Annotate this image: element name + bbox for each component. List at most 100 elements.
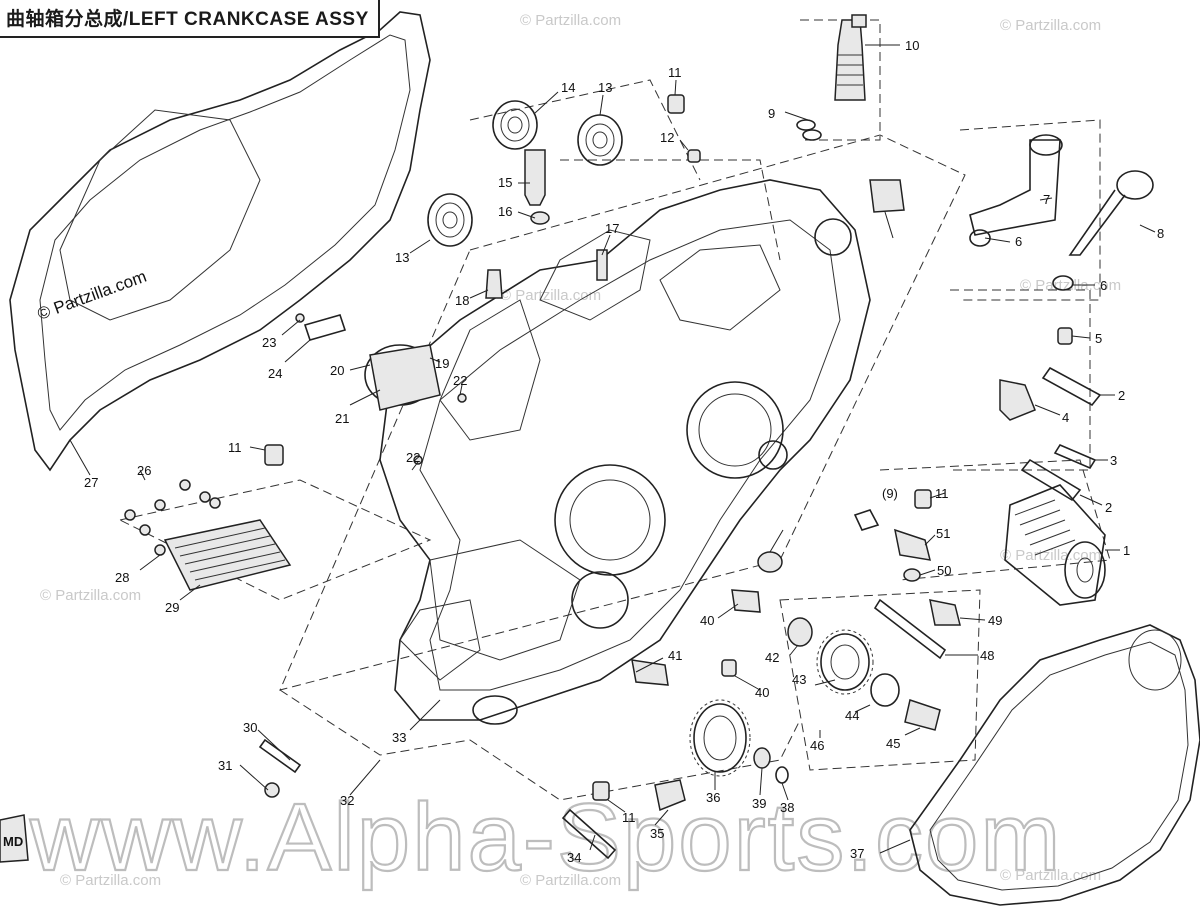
callout-23: 23 (262, 335, 276, 350)
callout-9: 9 (768, 106, 775, 121)
alpha-sports-watermark: www.Alpha-Sports.com (29, 784, 1062, 891)
dowel-pin-11 (667, 94, 685, 114)
callout-37: 38 (780, 800, 794, 815)
partzilla-watermark-dark: © Partzilla.com (35, 267, 149, 324)
bearing-13-left (427, 193, 473, 247)
washer-41 (787, 617, 813, 647)
dowel-39 (721, 659, 737, 677)
partzilla-watermark: © Partzilla.com (520, 12, 621, 29)
callout-40b: 41 (668, 648, 682, 663)
bearing-13-top (577, 114, 623, 166)
washer-16 (530, 211, 550, 225)
callout-17: 17 (605, 221, 619, 236)
assembly-guide-lines (118, 19, 1111, 801)
right-cover-gasket (909, 624, 1200, 906)
bearing-14 (492, 100, 538, 150)
dowel-5 (1057, 327, 1073, 345)
shaft-40 (731, 589, 761, 613)
bolt-47 (929, 599, 961, 626)
callout-20: 20 (330, 363, 344, 378)
partzilla-watermark: © Partzilla.com (1000, 867, 1101, 884)
callout-40: 40 (700, 613, 714, 628)
callout-13b: 13 (395, 250, 409, 265)
callout-12: 12 (660, 130, 674, 145)
bearing-43 (870, 673, 900, 707)
washer-48 (903, 568, 921, 582)
callout-25: 26 (137, 463, 151, 478)
left-cover-gasket-inner (39, 34, 411, 431)
pin-22 (413, 455, 423, 465)
callout-29: 30 (243, 720, 257, 735)
bolt-33 (561, 808, 617, 860)
callout-11c: 11 (622, 810, 636, 825)
callout-21: 21 (335, 411, 349, 426)
partzilla-watermark: © Partzilla.com (40, 587, 141, 604)
callout-47: 49 (988, 613, 1002, 628)
sleeve-51 (869, 179, 905, 213)
partzilla-watermark: © Partzilla.com (500, 287, 601, 304)
callout-19: 19 (435, 356, 449, 371)
callout-9-paren: (9) (882, 486, 898, 501)
gasket-ring (1128, 629, 1182, 691)
callout-1: 1 (1123, 543, 1130, 558)
dowel-11d (264, 444, 284, 466)
callout-4: 4 (1062, 410, 1069, 425)
callout-48: 50 (937, 563, 951, 578)
callout-45: 46 (810, 738, 824, 753)
clip-37 (775, 766, 789, 784)
oil-filter-1 (1004, 484, 1106, 606)
callout-11d: 11 (228, 440, 242, 455)
partzilla-watermark: © Partzilla.com (1000, 547, 1101, 564)
dowel-11b (914, 489, 932, 509)
callout-3: 3 (1110, 453, 1117, 468)
plug-12 (687, 149, 701, 163)
fitting-4 (999, 379, 1036, 421)
bolt-2b (1020, 458, 1082, 502)
callout-26: 27 (84, 475, 98, 490)
callout-18: 18 (455, 293, 469, 308)
callout-14: 14 (561, 80, 575, 95)
title-box: 曲轴箱分总成/LEFT CRANKCASE ASSY (0, 0, 380, 38)
oring-9b (853, 509, 880, 531)
callout-33: 34 (567, 850, 581, 865)
dowel-11c (592, 781, 610, 801)
callout-41: 42 (765, 650, 779, 665)
pin-23 (295, 313, 305, 323)
callout-2b: 2 (1105, 500, 1112, 515)
callout-35: 36 (706, 790, 720, 805)
callout-39: 40 (755, 685, 769, 700)
callout-32: 33 (392, 730, 406, 745)
callout-7: 7 (1043, 192, 1050, 207)
bolt-30 (264, 782, 280, 798)
gasket-window (59, 109, 261, 321)
edge-tab: MD (0, 814, 29, 863)
callout-2: 2 (1118, 388, 1125, 403)
callout-34: 35 (650, 826, 664, 841)
shaft-40b (631, 659, 669, 686)
partzilla-watermark: © Partzilla.com (520, 872, 621, 889)
callout-30: 31 (218, 758, 232, 773)
callout-numbers: 14 13 11 12 10 9 7 8 6 6 5 2 4 3 2 1 (9)… (84, 38, 1164, 865)
callout-44: 45 (886, 736, 900, 751)
callout-22b: 22 (453, 373, 467, 388)
callout-16: 16 (498, 204, 512, 219)
bracket-34 (654, 779, 686, 812)
partzilla-watermark: © Partzilla.com (60, 872, 161, 889)
pin-44 (904, 699, 941, 731)
sleeve-20 (364, 344, 441, 411)
partzilla-watermark: © Partzilla.com (1000, 17, 1101, 34)
clip-24 (303, 314, 347, 341)
gear-35 (689, 699, 751, 777)
callout-11: 11 (668, 65, 682, 80)
leader-lines (69, 44, 1156, 854)
callout-11b: 11 (935, 486, 949, 501)
callout-10: 10 (905, 38, 919, 53)
callout-46: 48 (980, 648, 994, 663)
callout-15: 15 (498, 175, 512, 190)
callout-38: 39 (752, 796, 766, 811)
callout-6b: 6 (1100, 278, 1107, 293)
diagram-title: 曲轴箱分总成/LEFT CRANKCASE ASSY (6, 9, 369, 30)
left-crankcase-body (379, 179, 871, 725)
